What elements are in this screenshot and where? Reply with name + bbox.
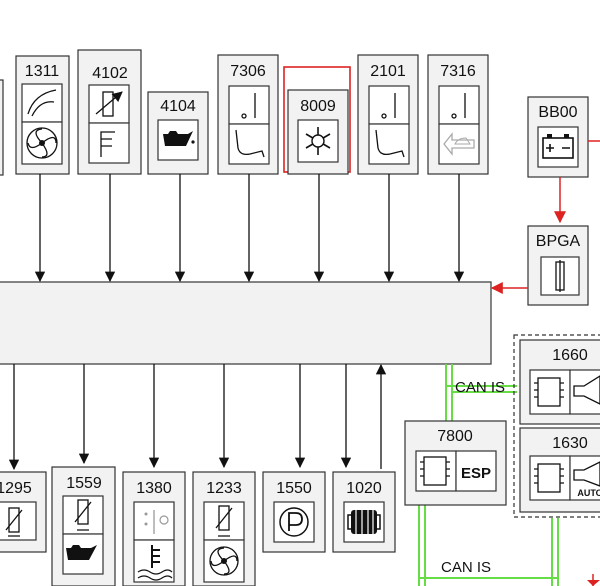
ecu-chip-icon [415, 450, 457, 492]
output-arrows [8, 363, 387, 471]
horn-icon [569, 369, 600, 415]
sensor-icon [203, 501, 245, 541]
esp-label: ESP [461, 465, 491, 482]
can-is-label-2: CAN IS [441, 559, 491, 576]
component-1550-label: 1550 [276, 480, 312, 497]
component-4104-label: 4104 [160, 98, 196, 115]
airflow-icon [21, 83, 63, 123]
switch-icon [228, 85, 270, 125]
component-1020[interactable]: 1020 [332, 471, 396, 553]
component-7800-label: 7800 [437, 428, 473, 445]
sensor-icon [62, 495, 104, 535]
component-1559[interactable]: 1559 [51, 466, 116, 586]
pedal-icon [368, 123, 410, 165]
component-8009[interactable]: 8009 [283, 66, 351, 175]
component-1630[interactable]: 1630 AUTO [519, 427, 600, 513]
component-4102[interactable]: 4102 [77, 49, 142, 175]
esp-icon [455, 450, 497, 492]
temperature-gauge-icon [88, 122, 130, 164]
component-7316-label: 7316 [440, 63, 476, 80]
component-7306-label: 7306 [230, 63, 266, 80]
power-arrow-bottom-head [587, 580, 600, 586]
central-ecu-box [0, 281, 492, 365]
component-bpga[interactable]: BPGA [527, 225, 589, 306]
component-1233[interactable]: 1233 [192, 471, 256, 586]
ecu-chip-icon [529, 455, 571, 501]
gearbox-auto-icon [569, 455, 600, 501]
component-2101[interactable]: 2101 [357, 54, 419, 175]
component-8009-label: 8009 [300, 98, 336, 115]
ecu-chip-icon [529, 369, 571, 415]
component-7800[interactable]: 7800 ESP [404, 420, 507, 506]
component-bpga-label: BPGA [536, 233, 581, 250]
component-2101-label: 2101 [370, 63, 406, 80]
component-1550[interactable]: 1550 [262, 471, 326, 553]
variable-resistor-icon [88, 84, 130, 124]
battery-icon [537, 126, 579, 168]
component-1233-label: 1233 [206, 480, 242, 497]
component-1660-label: 1660 [552, 347, 588, 364]
component-7306[interactable]: 7306 [217, 54, 279, 175]
input-arrows [34, 174, 465, 283]
pedal-icon [228, 123, 270, 165]
component-1295[interactable]: 1295 [0, 471, 47, 553]
component-1020-label: 1020 [346, 480, 382, 497]
component-bb00-label: BB00 [538, 104, 577, 121]
component-1630-label: 1630 [552, 435, 588, 452]
can-is-label-1: CAN IS [455, 379, 505, 396]
left-cut-component [0, 79, 4, 176]
component-1559-label: 1559 [66, 475, 102, 492]
component-1380[interactable]: 1380 [122, 471, 186, 586]
component-4104[interactable]: 4104 [147, 91, 209, 175]
component-1311-label: 1311 [25, 63, 60, 80]
component-7316[interactable]: 7316 [427, 54, 489, 175]
can-bus-lines [418, 364, 559, 586]
component-1295-label: 1295 [0, 480, 32, 497]
dashed-group-box [513, 334, 600, 518]
component-1311[interactable]: 1311 [15, 55, 70, 175]
component-1660[interactable]: 1660 [519, 339, 600, 425]
component-1380-label: 1380 [136, 480, 172, 497]
switch-icon [438, 85, 480, 125]
component-bb00[interactable]: BB00 [527, 96, 600, 178]
component-4102-label: 4102 [92, 65, 128, 82]
switch-icon [368, 85, 410, 125]
auto-label: AUTO [577, 488, 600, 498]
